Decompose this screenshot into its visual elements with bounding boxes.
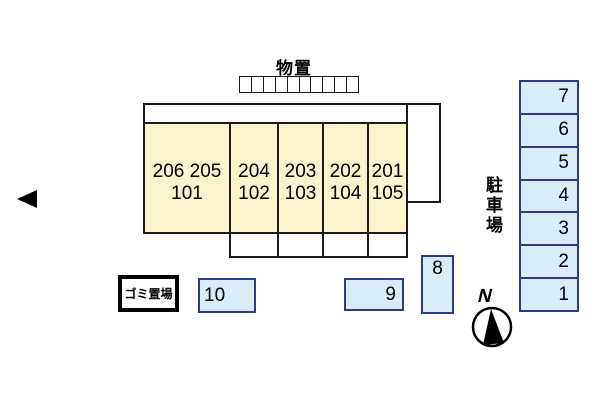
unit-lower-label: 104 bbox=[329, 183, 362, 204]
storage-cell bbox=[300, 77, 312, 92]
storage-locker-strip bbox=[239, 76, 359, 93]
building-balcony-row bbox=[229, 232, 408, 258]
parking-space-6: 6 bbox=[521, 112, 577, 146]
balcony-cell bbox=[367, 234, 406, 256]
parking-space-4: 4 bbox=[521, 178, 577, 212]
unit-203-103: 203 103 bbox=[277, 124, 322, 232]
storage-cell bbox=[335, 77, 348, 92]
unit-upper-label: 203 bbox=[284, 161, 317, 182]
storage-cell bbox=[347, 77, 358, 92]
parking-space-2: 2 bbox=[521, 244, 577, 277]
storage-cell bbox=[323, 77, 336, 92]
storage-cell bbox=[276, 77, 288, 92]
unit-lower-label: 102 bbox=[238, 183, 270, 204]
unit-202-104: 202 104 bbox=[322, 124, 367, 232]
garbage-area-label: ゴミ置場 bbox=[124, 287, 173, 301]
parking-space-5: 5 bbox=[521, 145, 577, 179]
storage-cell bbox=[264, 77, 276, 92]
balcony-cell bbox=[277, 234, 322, 256]
storage-label: 物置 bbox=[276, 59, 312, 78]
unit-upper-label: 204 bbox=[238, 161, 270, 182]
building-units-row: 206 205 101 204 102 203 103 202 104 201 … bbox=[143, 122, 408, 234]
left-arrow-icon bbox=[17, 190, 37, 208]
storage-cell bbox=[252, 77, 264, 92]
compass-icon bbox=[471, 306, 513, 348]
unit-upper-label: 206 205 bbox=[152, 161, 222, 182]
unit-upper-label: 202 bbox=[329, 161, 362, 182]
balcony-cell bbox=[231, 234, 277, 256]
unit-lower-label: 105 bbox=[371, 183, 404, 204]
storage-cell bbox=[240, 77, 252, 92]
building-extension bbox=[406, 103, 441, 203]
parking-column: 7 6 5 4 3 2 1 bbox=[519, 80, 579, 312]
unit-206-205-101: 206 205 101 bbox=[145, 124, 229, 232]
parking-space-8: 8 bbox=[421, 255, 454, 314]
parking-area-label: 駐車場 bbox=[483, 176, 502, 236]
parking-space-1: 1 bbox=[521, 277, 577, 310]
parking-space-3: 3 bbox=[521, 211, 577, 244]
unit-upper-label: 201 bbox=[371, 161, 404, 182]
unit-201-105: 201 105 bbox=[367, 124, 406, 232]
parking-space-10: 10 bbox=[198, 278, 256, 313]
storage-cell bbox=[288, 77, 300, 92]
building-corridor bbox=[143, 103, 408, 124]
garbage-area-box: ゴミ置場 bbox=[118, 275, 179, 312]
unit-lower-label: 103 bbox=[284, 183, 317, 204]
unit-204-102: 204 102 bbox=[229, 124, 277, 232]
storage-cell bbox=[311, 77, 324, 92]
balcony-cell bbox=[322, 234, 367, 256]
parking-space-7: 7 bbox=[558, 86, 569, 108]
parking-space-9: 9 bbox=[344, 278, 404, 311]
unit-lower-label: 101 bbox=[171, 183, 203, 204]
